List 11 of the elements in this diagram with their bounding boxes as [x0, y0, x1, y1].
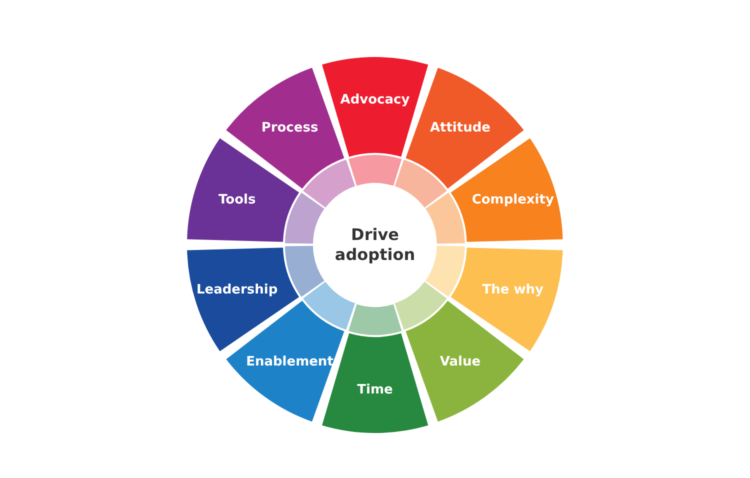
segment-label: Value	[440, 354, 481, 370]
segment-label: Enablement	[246, 354, 334, 370]
segment-label: Complexity	[472, 192, 554, 208]
segment-label: Tools	[218, 192, 256, 208]
segment-label: Attitude	[430, 120, 490, 136]
center-label: Drive adoption	[334, 225, 416, 265]
segment-label: Time	[357, 382, 393, 398]
segment-label: The why	[482, 282, 544, 298]
segment-label: Leadership	[196, 282, 278, 298]
segment-label: Process	[261, 120, 318, 136]
segment-label: Advocacy	[340, 92, 410, 108]
